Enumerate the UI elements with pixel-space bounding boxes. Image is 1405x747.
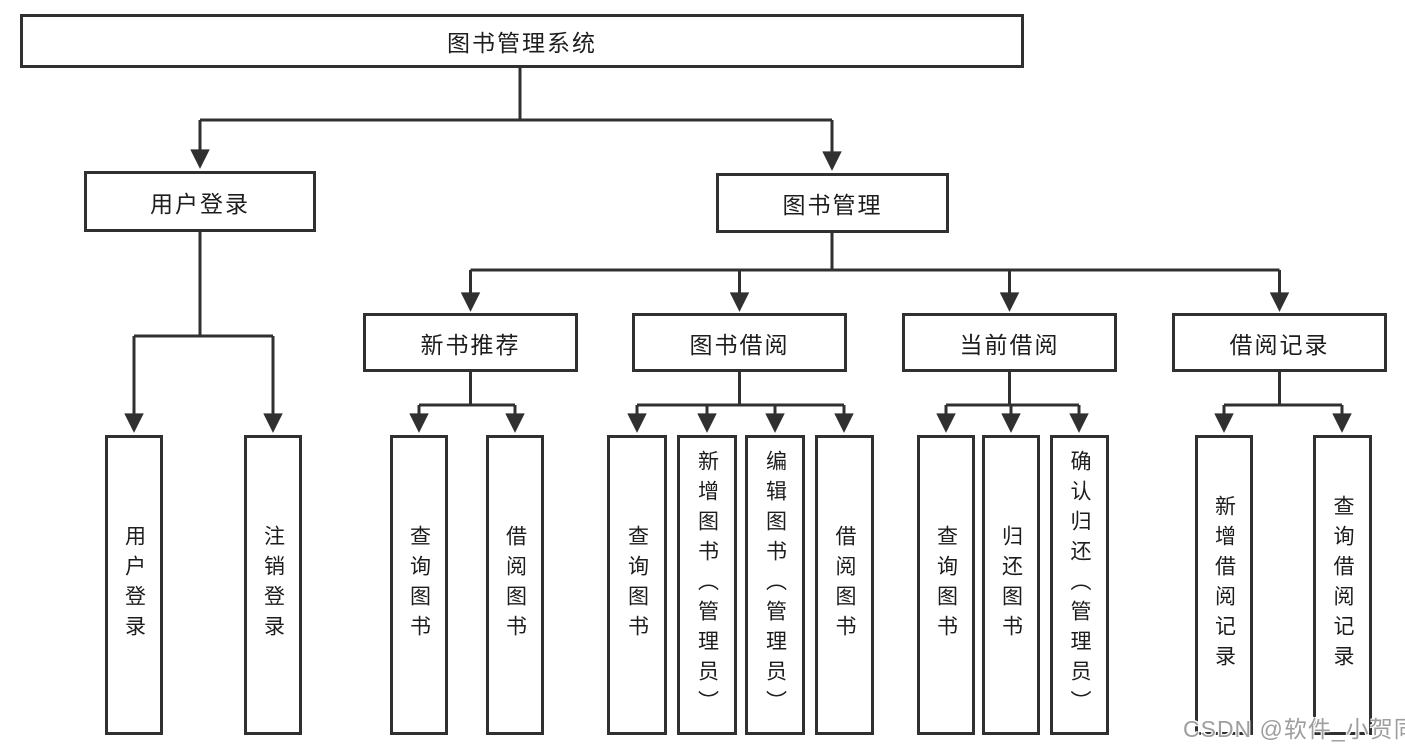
node-leaf-cb-return-books: 归还图书 [982,435,1040,735]
node-book-borrowing-label: 图书借阅 [689,331,790,358]
node-leaf-nbr-query-books: 查询图书 [390,435,448,735]
node-borrowing-records-label: 借阅记录 [1229,331,1330,358]
node-current-borrowing-label: 当前借阅 [959,331,1060,358]
node-user-login-label: 用户登录 [150,190,250,217]
node-leaf-cb-confirm-return-admin-label: 确认归还（管理员） [1068,450,1091,720]
node-library-management-system: 图书管理系统 [20,14,1024,68]
node-borrowing-records: 借阅记录 [1172,313,1387,372]
connector-borrow-records-trunk [1224,372,1342,407]
node-leaf-bb-borrow-books: 借阅图书 [815,435,874,735]
connector-current-borrow-trunk [946,372,1079,407]
node-leaf-nbr-query-books-label: 查询图书 [407,525,431,645]
node-new-book-recommendation: 新书推荐 [363,313,578,372]
node-leaf-cb-query-books-label: 查询图书 [934,525,958,645]
connector-user-login-trunk [134,232,273,338]
node-user-login: 用户登录 [84,171,316,232]
node-leaf-bb-add-books-admin-label: 新增图书（管理员） [695,450,719,720]
node-leaf-nbr-borrow-books: 借阅图书 [486,435,544,735]
connector-book-borrow-trunk [637,372,844,407]
node-leaf-br-add-record: 新增借阅记录 [1195,435,1253,735]
node-leaf-br-query-record: 查询借阅记录 [1313,435,1372,735]
node-leaf-cb-query-books: 查询图书 [917,435,975,735]
node-leaf-bb-borrow-books-label: 借阅图书 [833,525,856,645]
node-leaf-user-login: 用户登录 [105,435,163,735]
csdn-watermark: CSDN @软件_小贺同学 [1183,716,1405,742]
node-current-borrowing: 当前借阅 [902,313,1117,372]
node-leaf-bb-query-books: 查询图书 [607,435,667,735]
node-leaf-bb-query-books-label: 查询图书 [625,525,649,645]
node-leaf-cb-confirm-return-admin: 确认归还（管理员） [1050,435,1109,735]
node-book-management: 图书管理 [716,173,949,233]
node-book-borrowing: 图书借阅 [632,313,847,372]
node-leaf-logout: 注销登录 [244,435,302,735]
node-leaf-br-query-record-label: 查询借阅记录 [1331,495,1354,675]
node-new-book-recommendation-label: 新书推荐 [420,331,521,358]
node-leaf-user-login-label: 用户登录 [122,525,146,645]
node-leaf-br-add-record-label: 新增借阅记录 [1212,495,1236,675]
node-leaf-nbr-borrow-books-label: 借阅图书 [503,525,527,645]
connector-root-trunk [200,68,832,122]
node-book-management-label: 图书管理 [782,192,883,218]
node-leaf-logout-label: 注销登录 [261,525,285,645]
node-leaf-bb-edit-books-admin-label: 编辑图书（管理员） [763,450,787,720]
connector-book-mgmt-trunk [470,233,1280,272]
node-leaf-cb-return-books-label: 归还图书 [999,525,1023,645]
node-leaf-bb-edit-books-admin: 编辑图书（管理员） [745,435,805,735]
node-library-management-system-label: 图书管理系统 [447,30,597,56]
node-leaf-bb-add-books-admin: 新增图书（管理员） [677,435,737,735]
connector-new-book-rec-trunk [419,372,515,407]
